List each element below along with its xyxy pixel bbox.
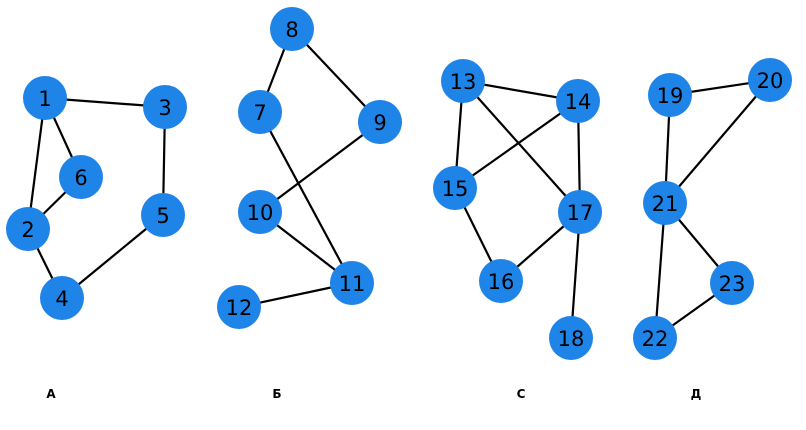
graph-node-17[interactable]: 17 [558,190,602,234]
panel-caption-A: А [46,387,56,401]
graph-node-11[interactable]: 11 [330,261,374,305]
graph-node-21[interactable]: 21 [643,181,687,225]
node-circle-7[interactable] [238,90,282,134]
graph-node-14[interactable]: 14 [556,79,600,123]
graph-edge-9-10 [259,121,381,213]
panel-caption-C: С [517,387,526,401]
graph-node-22[interactable]: 22 [633,316,677,360]
graph-node-5[interactable]: 5 [141,193,185,237]
graph-node-15[interactable]: 15 [433,166,477,210]
node-circle-9[interactable] [358,100,402,144]
graph-node-6[interactable]: 6 [59,155,103,199]
graph-edge-7-11 [259,111,353,284]
node-circle-13[interactable] [441,59,485,103]
node-circle-21[interactable] [643,181,687,225]
node-circle-2[interactable] [6,207,50,251]
panel-caption-D: Д [691,387,702,401]
node-circle-20[interactable] [748,58,792,102]
node-circle-6[interactable] [59,155,103,199]
graph-node-13[interactable]: 13 [441,59,485,103]
graph-edge-13-17 [462,80,581,213]
node-circle-22[interactable] [633,316,677,360]
graph-node-16[interactable]: 16 [479,259,523,303]
graph-edge-14-15 [454,100,579,189]
node-circle-3[interactable] [143,85,187,129]
node-circle-5[interactable] [141,193,185,237]
graph-node-1[interactable]: 1 [23,76,67,120]
graph-node-8[interactable]: 8 [270,7,314,51]
node-circle-8[interactable] [270,7,314,51]
node-circle-11[interactable] [330,261,374,305]
node-circle-4[interactable] [40,276,84,320]
graph-node-10[interactable]: 10 [238,190,282,234]
graph-node-4[interactable]: 4 [40,276,84,320]
node-circle-19[interactable] [648,73,692,117]
graph-node-18[interactable]: 18 [549,316,593,360]
graph-node-19[interactable]: 19 [648,73,692,117]
node-circle-14[interactable] [556,79,600,123]
node-circle-10[interactable] [238,190,282,234]
graph-edge-21-22 [653,202,667,339]
graph-node-12[interactable]: 12 [217,285,261,329]
node-circle-16[interactable] [479,259,523,303]
graph-node-2[interactable]: 2 [6,207,50,251]
graph-node-20[interactable]: 20 [748,58,792,102]
panel-caption-B: Б [272,387,281,401]
graph-node-3[interactable]: 3 [143,85,187,129]
node-circle-15[interactable] [433,166,477,210]
graph-node-9[interactable]: 9 [358,100,402,144]
graph-node-7[interactable]: 7 [238,90,282,134]
node-circle-12[interactable] [217,285,261,329]
graph-node-23[interactable]: 23 [710,261,754,305]
node-circle-18[interactable] [549,316,593,360]
node-circle-1[interactable] [23,76,67,120]
node-circle-23[interactable] [710,261,754,305]
graph-edge-20-21 [664,79,771,204]
graph-edge-1-2 [26,97,47,230]
node-circle-17[interactable] [558,190,602,234]
